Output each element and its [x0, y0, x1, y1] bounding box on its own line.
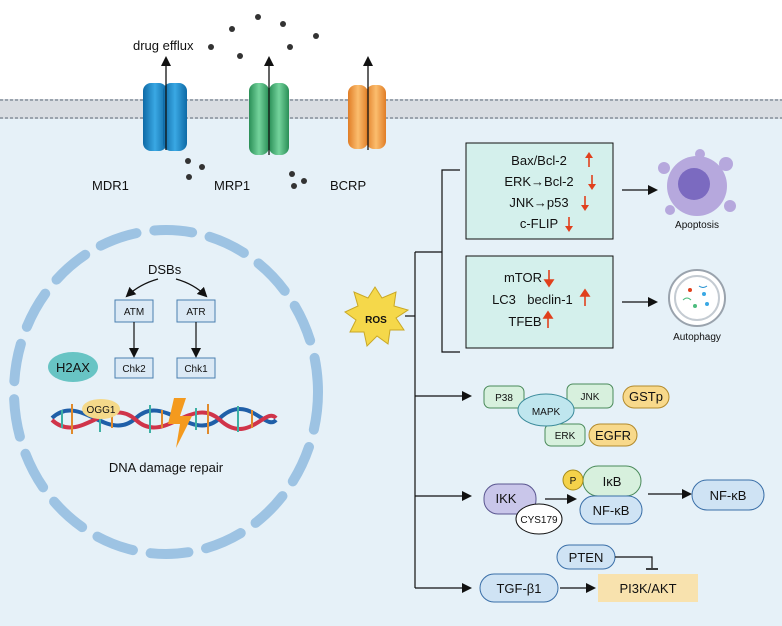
pi3k-akt-label: PI3K/AKT	[619, 581, 676, 596]
down-arrow-icon	[581, 196, 589, 211]
apoptosis-line-2: ERK→Bcl-2	[504, 174, 573, 189]
h2ax-label: H2AX	[56, 360, 90, 375]
chk2-label: Chk2	[122, 364, 146, 375]
dsbs-to-atr-arrow	[175, 278, 208, 298]
mapk-label: MAPK	[532, 407, 561, 418]
phospho-label: P	[570, 476, 577, 487]
nucleus-envelope	[9, 225, 323, 559]
tgf-label: TGF-β1	[496, 581, 541, 596]
autophagy-indicator-arrows	[542, 270, 591, 328]
erk-label: ERK	[555, 431, 576, 442]
h2ax-blob	[48, 352, 98, 382]
mrp1-transporter	[249, 83, 289, 155]
p38-box	[483, 385, 525, 409]
egfr-label: EGFR	[595, 428, 631, 443]
ikk-label: IKK	[496, 491, 517, 506]
nfkb-out-blob	[691, 479, 765, 511]
ros-burst-icon	[344, 286, 410, 348]
ikb-label: IκB	[603, 474, 622, 489]
nfkb-complex-blob	[579, 495, 643, 525]
up-arrow-icon	[585, 152, 593, 167]
autophagosome-icon	[668, 269, 726, 327]
tgf-blob	[479, 573, 559, 603]
ogg1-blob	[82, 399, 120, 419]
nfkb-out-label: NF-κB	[710, 488, 747, 503]
apoptosis-line-1: Bax/Bcl-2	[511, 153, 567, 168]
down-arrow-icon	[565, 217, 573, 232]
p38-label: P38	[495, 393, 513, 404]
nfkb-complex-label: NF-κB	[593, 503, 630, 518]
cell-membrane	[0, 99, 782, 119]
mdr1-label: MDR1	[92, 178, 129, 193]
gstp-label: GSTp	[629, 389, 663, 404]
autophagy-label: Autophagy	[673, 332, 721, 343]
ros-bracket	[441, 169, 460, 353]
cys179-blob	[515, 503, 563, 535]
atm-label: ATM	[124, 307, 144, 318]
lc3-label: LC3	[492, 292, 516, 307]
lightning-bolt-icon	[168, 398, 192, 448]
apoptosis-label: Apoptosis	[675, 220, 719, 231]
mapk-blob	[517, 393, 575, 427]
bcrp-label: BCRP	[330, 178, 366, 193]
jnk-label: JNK	[581, 392, 600, 403]
pten-inhibit-line	[615, 556, 653, 568]
ikk-blob	[483, 483, 537, 515]
atr-label: ATR	[186, 307, 205, 318]
pi3k-akt-box	[598, 574, 698, 602]
apoptosis-line-4: c-FLIP	[520, 216, 558, 231]
dsbs-to-atm-arrow	[125, 278, 159, 298]
pten-label: PTEN	[569, 550, 604, 565]
down-arrow-icon	[588, 175, 596, 190]
apoptotic-cell-icon	[658, 149, 736, 216]
jnk-box	[566, 383, 614, 409]
chk2-box	[114, 357, 154, 379]
dsbs-label: DSBs	[148, 262, 182, 277]
drug-efflux-label: drug efflux	[133, 38, 194, 53]
chk1-box	[176, 357, 216, 379]
mtor-label: mTOR	[504, 270, 542, 285]
gstp-box	[622, 385, 670, 409]
apoptosis-line-3: JNK→p53	[509, 195, 568, 210]
autophagy-box	[465, 255, 614, 349]
ogg1-label: OGG1	[87, 405, 116, 416]
bcrp-transporter	[348, 85, 386, 149]
beclin1-label: beclin-1	[527, 292, 573, 307]
tfeb-label: TFEB	[508, 314, 541, 329]
egfr-box	[588, 423, 638, 447]
drug-molecules	[185, 14, 319, 189]
erk-box	[544, 423, 586, 447]
chk1-label: Chk1	[184, 364, 208, 375]
ros-label: ROS	[365, 315, 387, 326]
cys179-label: CYS179	[520, 515, 558, 526]
phospho-circle	[562, 469, 584, 491]
mdr1-transporter	[143, 83, 187, 151]
mrp1-label: MRP1	[214, 178, 250, 193]
dna-repair-label: DNA damage repair	[109, 460, 224, 475]
